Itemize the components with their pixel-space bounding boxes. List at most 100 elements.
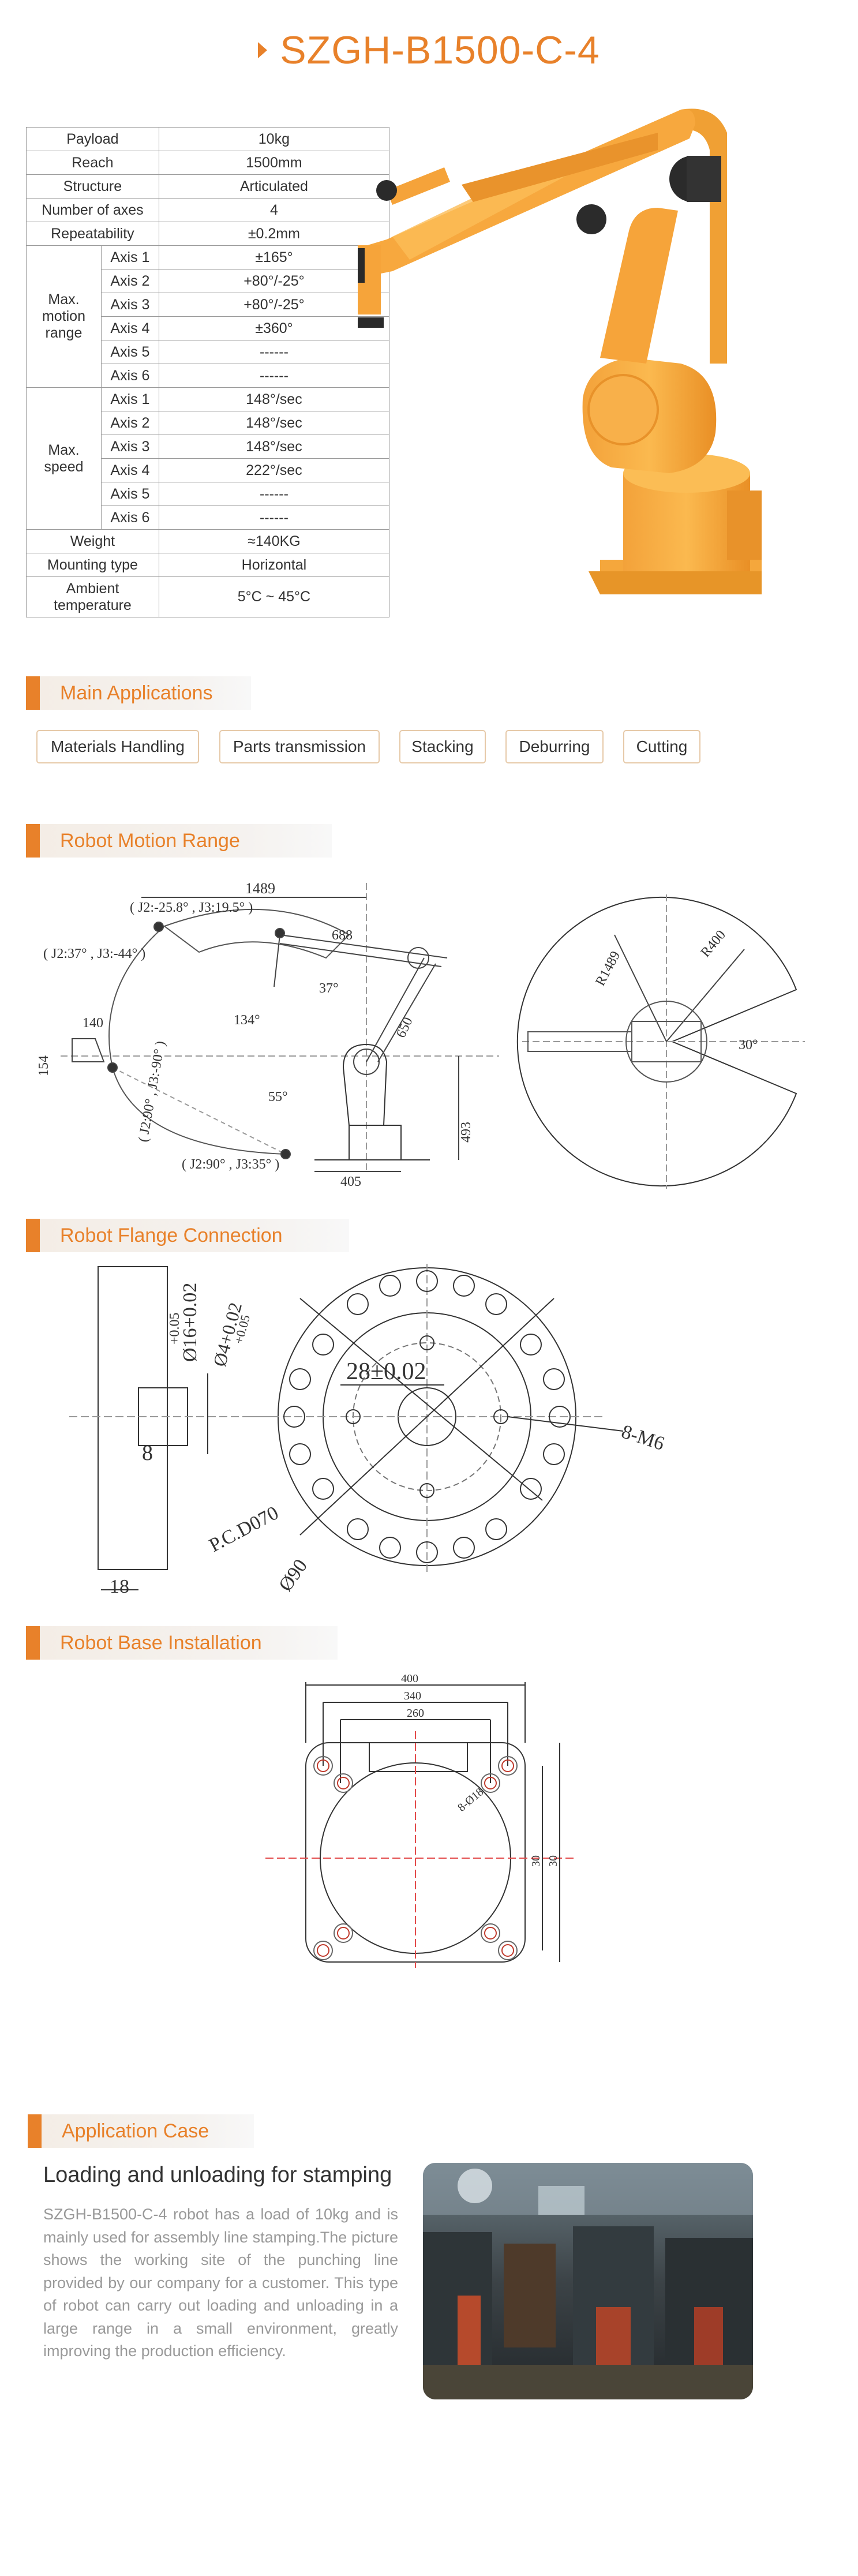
dim-688: 688 <box>332 928 353 943</box>
dim-28: 28±0.02 <box>346 1358 426 1385</box>
spec-row: Axis 6------ <box>27 364 390 388</box>
axis-value: 222°/sec <box>158 458 390 482</box>
spec-row: Axis 4±360° <box>27 316 390 340</box>
dim-30b: 30 <box>547 1855 560 1867</box>
dim-493: 493 <box>459 1122 474 1143</box>
angle-30: 30° <box>739 1038 758 1053</box>
label-8-m6: 8-M6 <box>619 1421 667 1455</box>
angle-55: 55° <box>268 1089 288 1104</box>
axis-value: ------ <box>158 506 390 530</box>
application-tag: Deburring <box>505 730 604 763</box>
radius-1489: R1489 <box>593 949 623 989</box>
dim-1489: 1489 <box>245 880 275 897</box>
dim-405: 405 <box>340 1174 361 1189</box>
spec-label: Weight <box>26 529 159 553</box>
spec-label: Repeatability <box>26 222 159 246</box>
axis-value: 148°/sec <box>158 435 390 459</box>
robot-image <box>358 108 762 594</box>
axis-value: ------ <box>158 364 390 388</box>
spec-row: Axis 2+80°/-25° <box>27 269 390 293</box>
spec-label: Mounting type <box>26 553 159 577</box>
spec-value: 5°C ~ 45°C <box>158 576 390 617</box>
spec-row: Max. motion range Axis 1 ±165° <box>26 245 390 388</box>
axis-value: ------ <box>158 340 390 364</box>
spec-label: Payload <box>26 127 159 151</box>
axis-value: ±360° <box>158 316 390 340</box>
spec-row: Weight≈140KG <box>26 529 390 553</box>
spec-row: Axis 5------ <box>27 482 390 506</box>
axis-value: +80°/-25° <box>158 269 390 293</box>
axis-value: ±165° <box>158 245 390 269</box>
spec-label: Reach <box>26 151 159 175</box>
spec-value: ±0.2mm <box>158 222 390 246</box>
dim-d16: Ø16+0.02 <box>179 1283 201 1362</box>
max-speed-label: Max. speed <box>26 387 102 530</box>
axis-label: Axis 5 <box>100 340 159 364</box>
angle-134: 134° <box>234 1013 260 1028</box>
spec-value: ≈140KG <box>158 529 390 553</box>
base-mount-holes <box>317 1759 514 1957</box>
case-title: Loading and unloading for stamping <box>43 2163 392 2187</box>
axis-label: Axis 2 <box>100 269 159 293</box>
axis-label: Axis 1 <box>100 387 159 411</box>
spec-label: Structure <box>26 174 159 199</box>
spec-value: Articulated <box>158 174 390 199</box>
spec-row: Axis 6------ <box>27 506 390 530</box>
axis-value: +80°/-25° <box>158 293 390 317</box>
motion-range-drawing: 1489 ( J2:-25.8° , J3:19.5° ) ( J2:37° ,… <box>36 880 805 1189</box>
axis-label: Axis 6 <box>100 506 159 530</box>
spec-label: Number of axes <box>26 198 159 222</box>
spec-row: Max. speed Axis 1 148°/sec <box>26 387 390 530</box>
application-tag: Cutting <box>623 730 700 763</box>
axis-value: 148°/sec <box>158 387 390 411</box>
axis-label: Axis 3 <box>100 435 159 459</box>
axis-label: Axis 1 <box>100 245 159 269</box>
dim-650: 650 <box>394 1015 416 1040</box>
radius-400: R400 <box>698 927 729 960</box>
dim-18: 18 <box>110 1576 129 1597</box>
page-title: SZGH-B1500-C-4 <box>258 28 600 73</box>
label-8-d18: 8-Ø18 <box>455 1785 486 1814</box>
title-arrow-icon <box>258 42 268 58</box>
spec-label: Ambient temperature <box>26 576 159 617</box>
dim-340: 340 <box>404 1690 421 1702</box>
motion-range-label: Max. motion range <box>26 245 102 388</box>
dim-8: 8 <box>142 1441 153 1465</box>
case-description: SZGH-B1500-C-4 robot has a load of 10kg … <box>43 2206 398 2360</box>
section-header-applications: Main Applications <box>26 676 251 710</box>
page-title-wrap: SZGH-B1500-C-4 <box>0 28 858 73</box>
section-header-flange: Robot Flange Connection <box>26 1219 349 1252</box>
case-photo <box>423 2163 753 2399</box>
angle-37: 37° <box>319 981 339 996</box>
spec-value: 1500mm <box>158 151 390 175</box>
product-model: SZGH-B1500-C-4 <box>280 28 600 72</box>
joint-label-bottom: ( J2:90° , J3:35° ) <box>182 1157 279 1172</box>
label-pcd: P.C.D070 <box>205 1502 282 1556</box>
dim-d16-tol: +0.05 <box>167 1312 182 1345</box>
dim-154: 154 <box>36 1055 51 1076</box>
axis-label: Axis 2 <box>100 411 159 435</box>
base-drawing: 400 340 260 8-Ø18 30 30 <box>265 1673 577 1968</box>
axis-label: Axis 3 <box>100 293 159 317</box>
application-tag: Stacking <box>399 730 486 763</box>
spec-table-grouped: Max. motion range Axis 1 ±165° Axis 2+80… <box>26 245 390 617</box>
application-tag: Materials Handling <box>36 730 199 763</box>
flange-drawing: 18 8 Ø16+0.02 +0.05 Ø4+0.02 +0.05 28±0.0… <box>69 1264 667 1597</box>
spec-value: 4 <box>158 198 390 222</box>
section-header-motion-range: Robot Motion Range <box>26 824 332 858</box>
axis-value: ------ <box>158 482 390 506</box>
spec-row: Repeatability±0.2mm <box>26 222 390 246</box>
axis-value: 148°/sec <box>158 411 390 435</box>
axis-label: Axis 4 <box>100 316 159 340</box>
joint-label-left: ( J2:37° , J3:-44° ) <box>43 946 145 961</box>
dim-260: 260 <box>407 1707 424 1720</box>
dim-140: 140 <box>83 1016 103 1031</box>
